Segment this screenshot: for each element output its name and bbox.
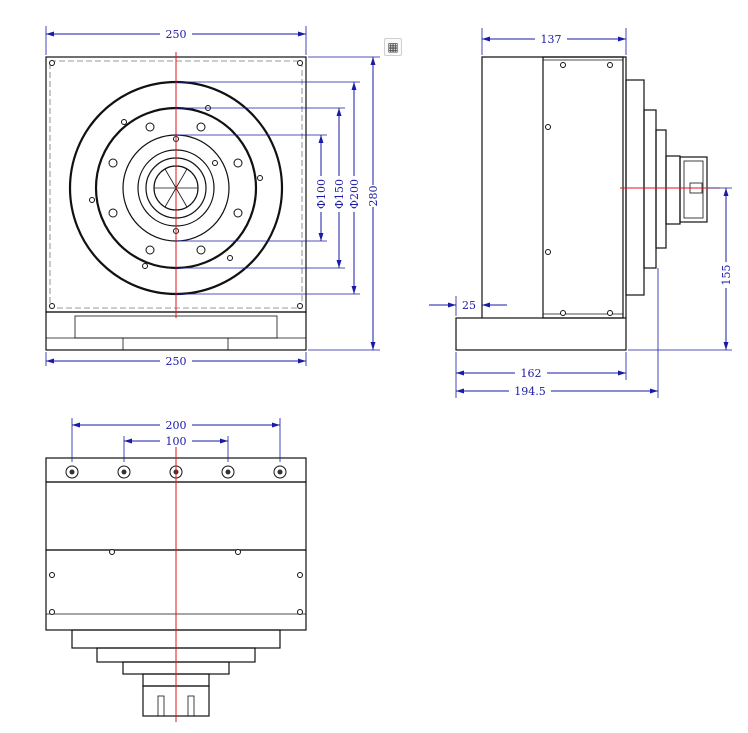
front-dimensions: 250 250 280 Φ200 Φ150 [45,26,380,368]
side-dimensions: 137 25 155 162 194.5 [429,28,733,398]
dim-side-base-offset: 25 [462,299,476,312]
dim-side-overall-length: 194.5 [514,385,546,398]
dim-dia-150: Φ150 [333,179,346,209]
fit-to-view-icon[interactable]: ▦ [384,38,402,56]
front-view [45,52,307,351]
side-view [455,56,720,351]
dim-side-base-length: 162 [521,367,542,380]
top-view [45,445,307,722]
dim-front-width-top: 250 [166,28,187,41]
dim-top-hole-span-inner: 100 [166,435,187,448]
dim-top-hole-span-outer: 200 [166,419,187,432]
dim-front-height: 280 [367,186,380,207]
dim-side-center-height: 155 [720,265,733,286]
dim-dia-100: Φ100 [315,179,328,209]
dim-front-width-bottom: 250 [166,355,187,368]
top-dimensions: 200 100 [71,418,281,462]
dim-side-top-width: 137 [541,33,562,46]
dim-dia-200: Φ200 [348,179,361,209]
